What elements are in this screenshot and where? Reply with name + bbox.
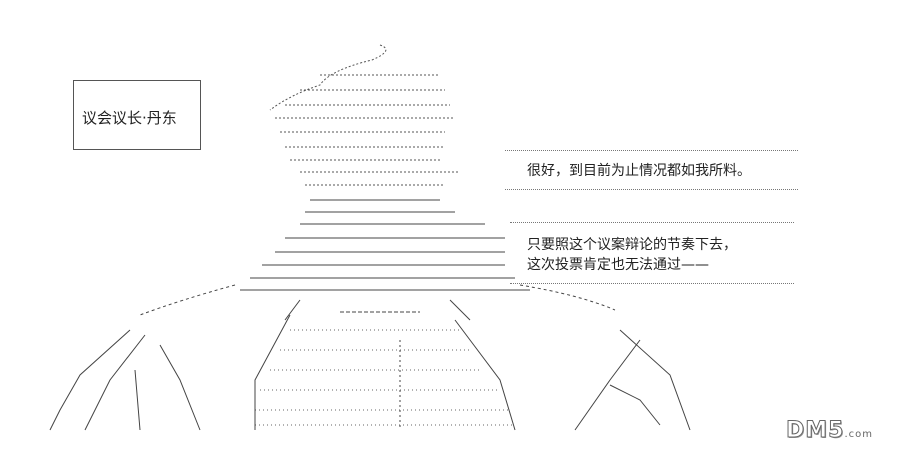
site-watermark-logo: DM5.com [785,418,874,444]
speech-line-1: 很好，到目前为止情况都如我所料。 [527,163,751,179]
speech-line-3: 这次投票肯定也无法通过—— [527,257,709,273]
speech-bubble-2 [510,222,794,284]
speech-line-2: 只要照这个议案辩论的节奏下去， [527,237,737,253]
watermark-text: DM5 [785,418,845,444]
name-box: 议会议长·丹东 [73,80,201,150]
watermark-suffix: .com [844,429,874,440]
name-label: 议会议长·丹东 [82,109,177,127]
speech-bubble-1 [505,150,798,190]
